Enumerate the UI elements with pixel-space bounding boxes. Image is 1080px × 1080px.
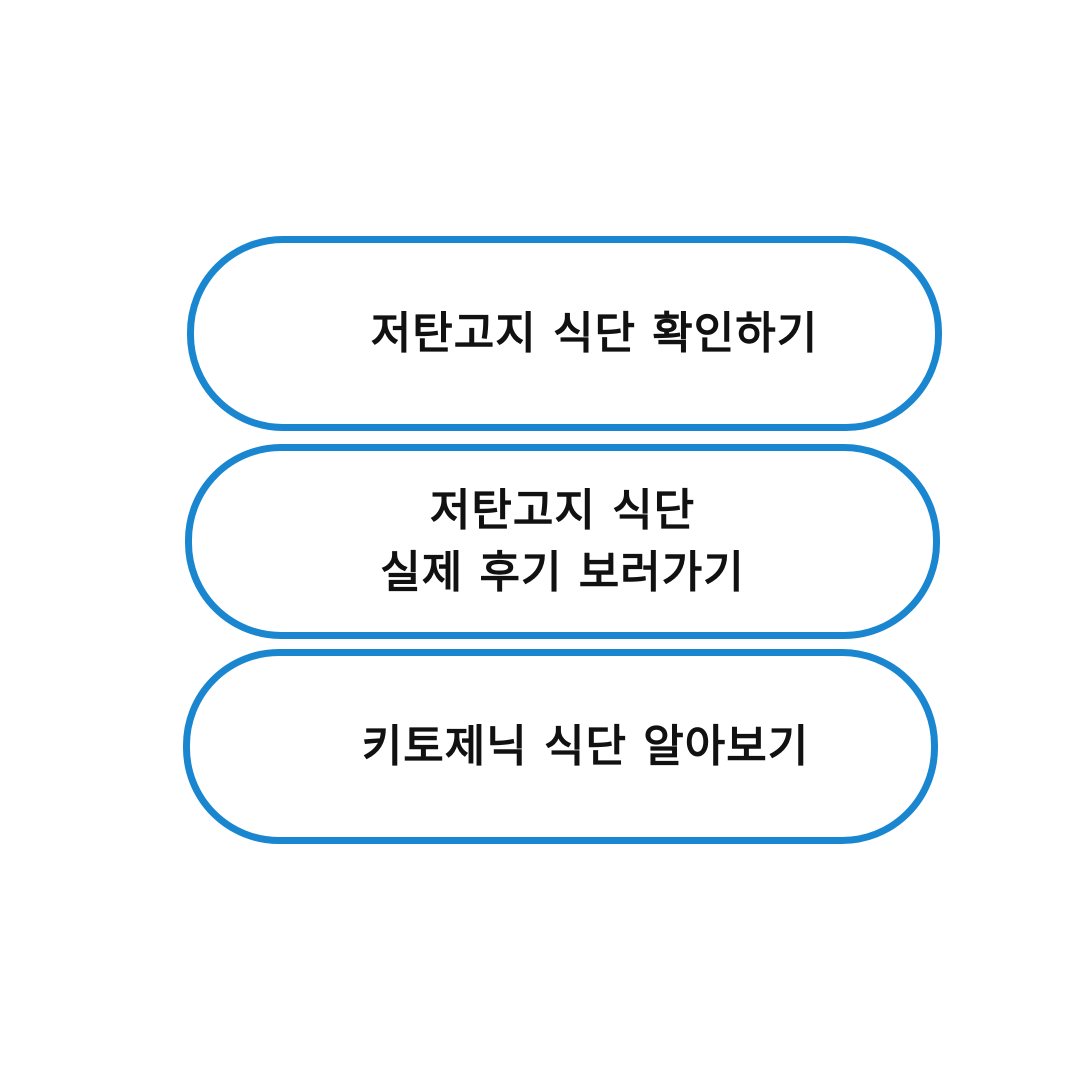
lchf-diet-reviews-label-line-2: 실제 후기 보러가기	[380, 546, 745, 598]
keto-diet-learn-label: 키토제닉 식단 알아보기	[361, 720, 810, 772]
check-lchf-diet-label: 저탄고지 식단 확인하기	[370, 307, 819, 359]
check-lchf-diet-button[interactable]: 저탄고지 식단 확인하기	[187, 236, 942, 431]
lchf-diet-reviews-label-line-1: 저탄고지 식단	[429, 484, 696, 536]
keto-diet-learn-button[interactable]: 키토제닉 식단 알아보기	[183, 649, 938, 844]
lchf-diet-reviews-button[interactable]: 저탄고지 식단 실제 후기 보러가기	[185, 444, 940, 639]
